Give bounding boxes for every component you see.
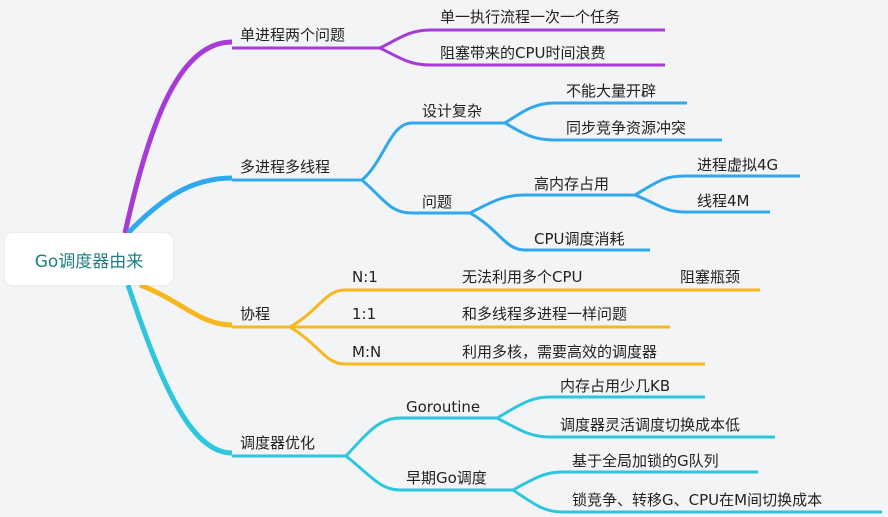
node-problem[interactable]: 问题 — [422, 193, 453, 211]
branch-single-process[interactable]: 单进程两个问题 — [240, 26, 346, 44]
node-n-1[interactable]: N:1 — [352, 268, 378, 286]
edge-b0-c1 — [379, 46, 431, 67]
node-cannot-use-multi-cpu[interactable]: 无法利用多个CPU — [462, 268, 583, 286]
node-design-complex[interactable]: 设计复杂 — [422, 102, 483, 120]
edge-b1-c0 — [361, 121, 413, 182]
node-flexible-low-cost[interactable]: 调度器灵活调度切换成本低 — [560, 416, 741, 434]
node-cannot-create-many[interactable]: 不能大量开辟 — [566, 82, 657, 100]
root-node[interactable]: Go调度器由来 — [5, 233, 173, 285]
edge-b1-c1 — [361, 178, 413, 215]
node-m-n[interactable]: M:N — [352, 343, 382, 361]
node-single-flow[interactable]: 单一执行流程一次一个任务 — [440, 8, 621, 26]
node-thread-4m[interactable]: 线程4M — [697, 192, 750, 210]
node-global-lock-queue[interactable]: 基于全局加锁的G队列 — [572, 452, 719, 470]
node-blocking-bottleneck[interactable]: 阻塞瓶颈 — [680, 268, 741, 286]
node-early-go-scheduler[interactable]: 早期Go调度 — [406, 469, 487, 487]
node-same-as-multithread[interactable]: 和多线程多进程一样问题 — [462, 305, 628, 323]
node-multicore-efficient[interactable]: 利用多核，需要高效的调度器 — [462, 343, 658, 361]
node-sync-conflict[interactable]: 同步竞争资源冲突 — [566, 119, 687, 137]
edge-root-b2 — [139, 282, 233, 328]
branch-coroutine[interactable]: 协程 — [240, 305, 271, 323]
branch-multi-process-thread[interactable]: 多进程多线程 — [240, 158, 331, 176]
edge-root-b3 — [125, 284, 233, 456]
branch-scheduler-optimization[interactable]: 调度器优化 — [240, 434, 316, 452]
node-goroutine[interactable]: Goroutine — [406, 398, 481, 416]
node-low-memory-kb[interactable]: 内存占用少几KB — [560, 377, 671, 395]
root-label: Go调度器由来 — [34, 251, 144, 272]
node-1-1[interactable]: 1:1 — [352, 305, 377, 323]
node-lock-contention-cost[interactable]: 锁竞争、转移G、CPU在M间切换成本 — [572, 491, 823, 509]
edge-root-b0 — [122, 39, 233, 234]
node-cpu-schedule-cost[interactable]: CPU调度消耗 — [534, 230, 625, 248]
node-process-virtual-4g[interactable]: 进程虚拟4G — [697, 156, 779, 174]
node-blocking-waste[interactable]: 阻塞带来的CPU时间浪费 — [440, 44, 606, 62]
node-high-memory[interactable]: 高内存占用 — [534, 175, 610, 193]
edge-b0-c0 — [379, 28, 431, 50]
edge-root-b1 — [126, 175, 233, 235]
